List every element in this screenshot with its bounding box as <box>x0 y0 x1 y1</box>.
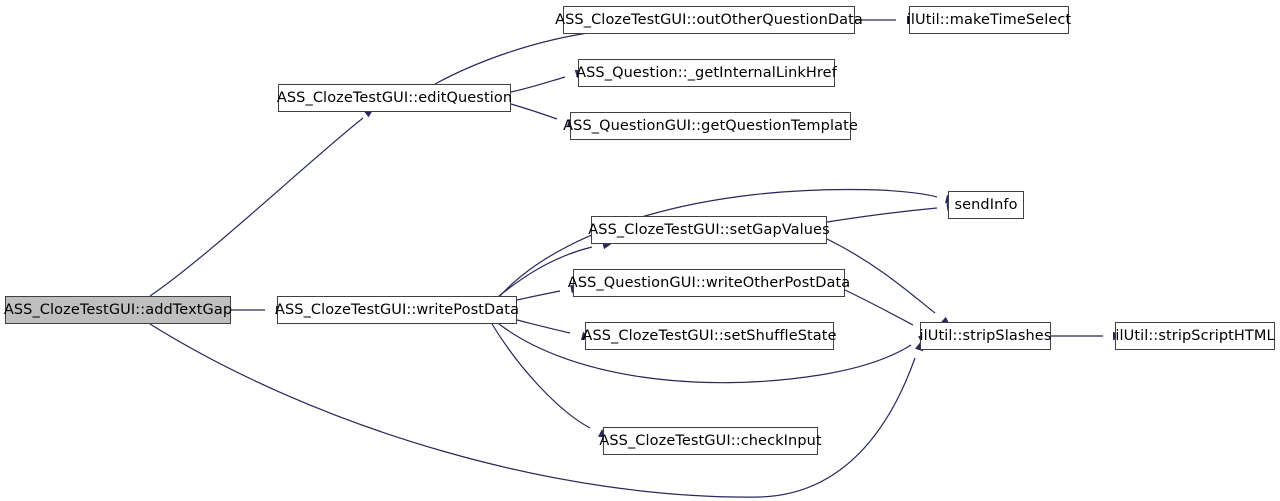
graph-node-getQuestionTemplate[interactable]: ASS_QuestionGUI::getQuestionTemplate <box>563 112 858 140</box>
graph-node-sendInfo[interactable]: sendInfo <box>948 191 1024 219</box>
graph-node-setGapValues[interactable]: ASS_ClozeTestGUI::setGapValues <box>588 216 830 244</box>
graph-node-outOtherQuestionData[interactable]: ASS_ClozeTestGUI::outOtherQuestionData <box>555 6 863 34</box>
graph-node-label: sendInfo <box>954 196 1018 213</box>
graph-node-getInternalLinkHref[interactable]: ASS_Question::_getInternalLinkHref <box>576 59 837 87</box>
call-edge <box>826 202 958 223</box>
graph-node-editQuestion[interactable]: ASS_ClozeTestGUI::editQuestion <box>276 84 513 112</box>
call-edge <box>149 107 375 297</box>
graph-node-writePostData[interactable]: ASS_ClozeTestGUI::writePostData <box>274 296 520 324</box>
graph-node-checkInput[interactable]: ASS_ClozeTestGUI::checkInput <box>599 427 822 455</box>
graph-node-label: ASS_ClozeTestGUI::writePostData <box>274 301 520 318</box>
graph-node-label: ASS_Question::_getInternalLinkHref <box>576 64 837 81</box>
graph-node-stripSlashes[interactable]: ilUtil::stripSlashes <box>920 322 1051 350</box>
graph-node-label: ASS_ClozeTestGUI::editQuestion <box>276 89 513 106</box>
graph-node-addTextGap[interactable]: ASS_ClozeTestGUI::addTextGap <box>3 296 233 324</box>
graph-node-stripScriptHTML[interactable]: ilUtil::stripScriptHTML <box>1115 322 1275 350</box>
graph-node-setShuffleState[interactable]: ASS_ClozeTestGUI::setShuffleState <box>582 322 837 350</box>
graph-node-makeTimeSelect[interactable]: ilUtil::makeTimeSelect <box>906 6 1072 34</box>
graph-node-label: ASS_ClozeTestGUI::checkInput <box>599 432 822 449</box>
graph-node-label: ASS_ClozeTestGUI::outOtherQuestionData <box>555 11 863 28</box>
graph-node-label: ilUtil::stripSlashes <box>919 327 1052 344</box>
graph-node-label: ASS_QuestionGUI::getQuestionTemplate <box>563 117 858 134</box>
graph-node-label: ASS_ClozeTestGUI::setShuffleState <box>582 327 837 344</box>
graph-node-label: ASS_ClozeTestGUI::addTextGap <box>3 301 233 318</box>
graph-node-label: ASS_QuestionGUI::writeOtherPostData <box>567 274 851 291</box>
graph-node-label: ilUtil::stripScriptHTML <box>1115 327 1275 344</box>
graph-node-writeOtherPostData[interactable]: ASS_QuestionGUI::writeOtherPostData <box>568 269 850 297</box>
graph-node-label: ASS_ClozeTestGUI::setGapValues <box>588 221 830 238</box>
call-edge <box>1051 331 1124 341</box>
graph-node-label: ilUtil::makeTimeSelect <box>906 11 1072 28</box>
